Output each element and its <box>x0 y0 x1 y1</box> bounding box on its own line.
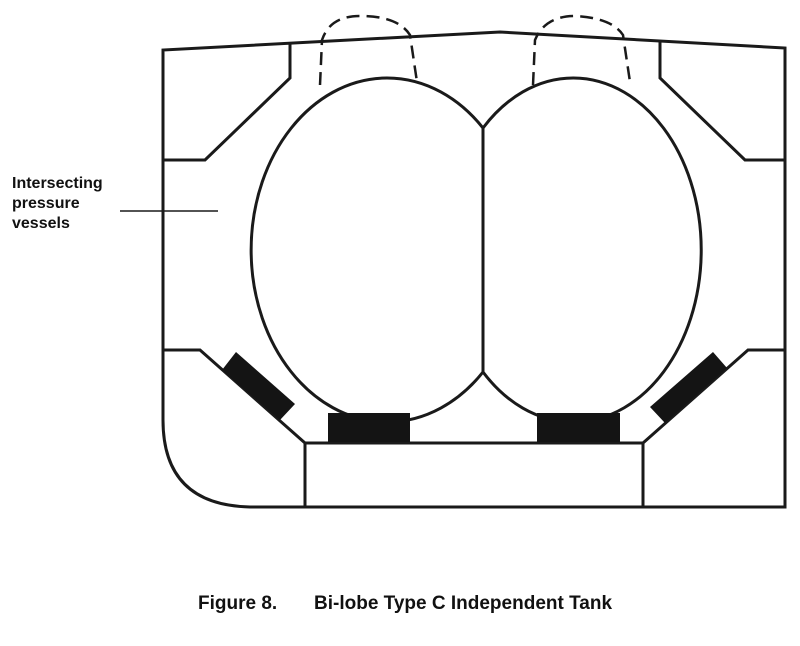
bi-lobe-pressure-vessels <box>249 76 703 424</box>
lower-right-hopper <box>642 348 785 445</box>
label-intersecting-pressure-vessels: Intersecting pressure vessels <box>12 175 107 232</box>
label-line-1: Intersecting <box>12 175 103 192</box>
label-line-2: pressure <box>12 195 80 212</box>
upper-right-wing-tank <box>658 40 785 162</box>
figure-caption-number: Figure 8. <box>198 593 277 614</box>
support-right-bottom <box>537 413 620 442</box>
double-bottom <box>303 441 645 507</box>
support-left-sloped <box>222 352 295 420</box>
label-line-3: vessels <box>12 215 70 232</box>
lower-left-hopper <box>163 348 306 445</box>
left-tank-dome <box>318 14 419 86</box>
right-tank-dome <box>531 14 632 86</box>
support-right-sloped <box>650 352 727 423</box>
figure-caption-title: Bi-lobe Type C Independent Tank <box>314 593 612 614</box>
hull-outline <box>161 30 787 509</box>
upper-left-wing-tank <box>163 42 292 162</box>
support-left-bottom <box>328 413 410 442</box>
